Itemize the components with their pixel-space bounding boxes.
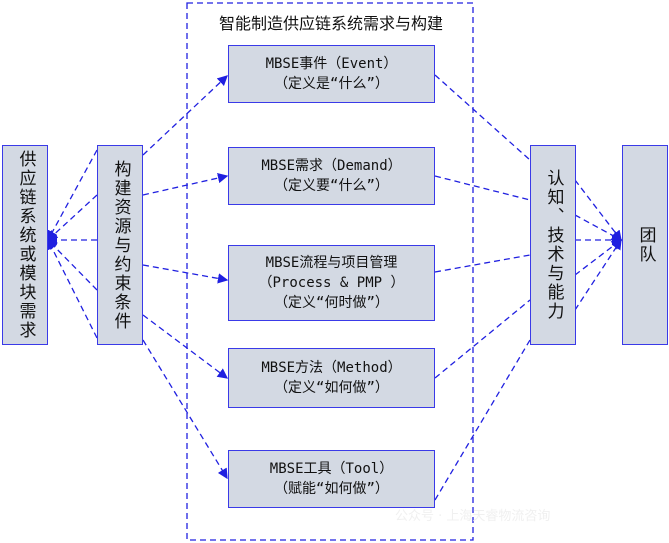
box-line: （定义“如何做”）: [274, 380, 389, 396]
mbse-event-box: MBSE事件（Event） （定义是“什么”）: [228, 45, 435, 103]
box-line: MBSE需求（Demand）: [261, 158, 402, 174]
resources-constraints-box: 构建资源与约束条件: [97, 145, 143, 345]
watermark: 公众号 · 上海天睿物流咨询: [395, 509, 551, 524]
capability-box: 认知、技术与能力: [530, 145, 576, 345]
box-line: MBSE流程与项目管理: [265, 255, 398, 271]
mbse-demand-box: MBSE需求（Demand） （定义要“什么”）: [228, 147, 435, 205]
box-line: （定义“何时做”）: [274, 295, 389, 311]
box-line: MBSE事件（Event）: [265, 56, 398, 72]
mbse-process-box: MBSE流程与项目管理 （Process & PMP ） （定义“何时做”）: [228, 245, 435, 321]
team-box: 团队: [622, 145, 668, 345]
box-line: MBSE工具（Tool）: [269, 461, 394, 477]
box-line: MBSE方法（Method）: [261, 360, 402, 376]
box-line: （定义要“什么”）: [274, 178, 389, 194]
mbse-method-box: MBSE方法（Method） （定义“如何做”）: [228, 348, 435, 408]
mbse-tool-box: MBSE工具（Tool） （赋能“如何做”）: [228, 450, 435, 508]
group-title: 智能制造供应链系统需求与构建: [218, 14, 443, 33]
box-line: （Process & PMP ）: [258, 275, 405, 291]
box-line: （赋能“如何做”）: [274, 481, 389, 497]
box-line: （定义是“什么”）: [274, 76, 389, 92]
construction-group-frame: [186, 2, 474, 541]
system-requirements-box: 供应链系统或模块需求: [2, 145, 48, 345]
